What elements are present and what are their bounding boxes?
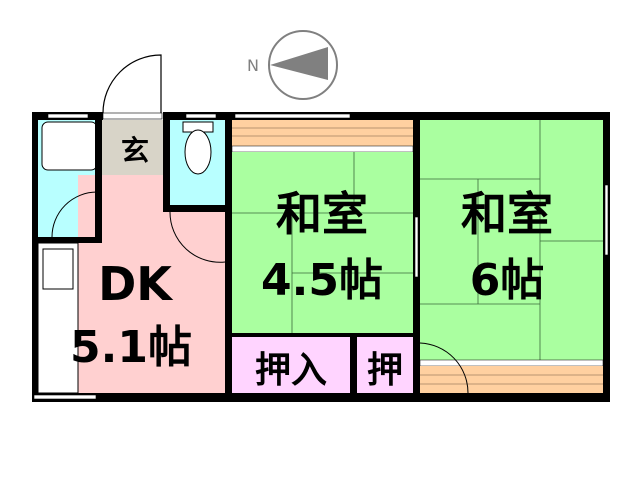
washitsu-4-5-size: 4.5帖	[261, 255, 383, 306]
closet-large-floor	[232, 337, 350, 393]
closet-small-label: 押	[367, 350, 403, 391]
toilet-icon	[184, 129, 212, 175]
kitchen-sink	[42, 248, 74, 290]
toilet-door	[169, 211, 226, 263]
closet-small-floor	[357, 337, 413, 393]
washitsu-4-5-floor	[232, 152, 413, 333]
bath-door	[51, 191, 98, 238]
compass-arrow-icon	[270, 47, 328, 80]
dk-label: DK	[98, 257, 174, 311]
veranda-strip	[232, 120, 413, 146]
entrance-door	[102, 54, 162, 114]
washitsu-6-size: 6帖	[470, 255, 545, 306]
entrance-floor	[102, 120, 163, 175]
compass-north-label: N	[247, 56, 259, 75]
washitsu-6-label: 和室	[461, 187, 553, 241]
compass: N	[247, 30, 338, 100]
closet-large-label: 押入	[255, 350, 327, 391]
room-door	[419, 342, 469, 394]
washitsu-4-5-label: 和室	[276, 187, 368, 241]
entrance-label: 玄	[121, 134, 149, 167]
dk-size-label: 5.1帖	[70, 322, 192, 373]
bathtub	[41, 121, 98, 171]
washitsu-6-floor	[420, 120, 603, 360]
